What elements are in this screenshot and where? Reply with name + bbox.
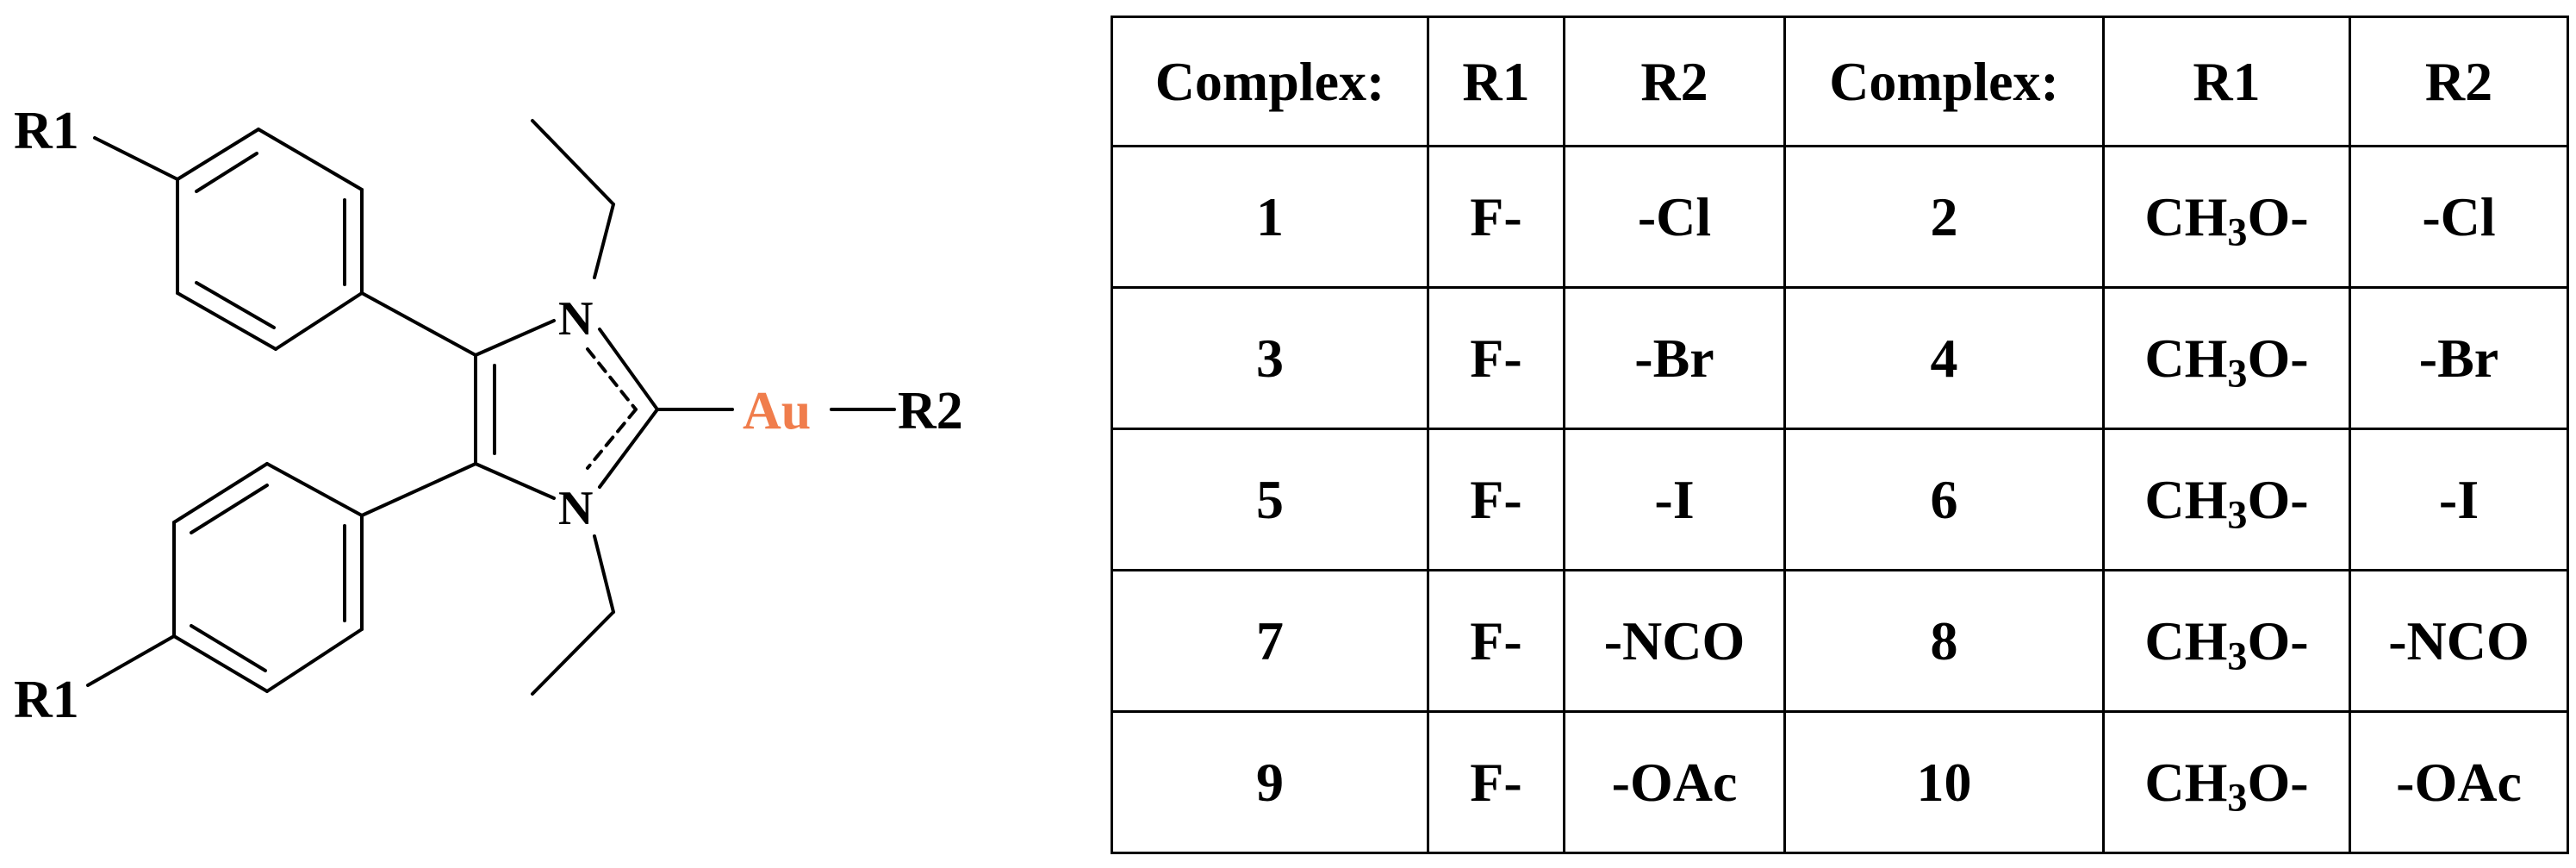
bond <box>274 291 364 351</box>
column-header: R1 <box>1427 16 1565 147</box>
complex-number: 8 <box>1783 569 2105 713</box>
bond <box>598 408 659 489</box>
complex-number: 4 <box>1783 286 2105 430</box>
table-row: 3 F- -Br 4 CH3O- -Br <box>1111 286 2569 430</box>
complex-number: 2 <box>1783 145 2105 289</box>
r2-label: R2 <box>898 382 963 440</box>
complex-number: 5 <box>1111 428 1429 571</box>
formula-subscript: 3 <box>2227 209 2248 254</box>
column-header: Complex: <box>1111 16 1429 147</box>
bond <box>176 128 260 181</box>
formula-subscript: 3 <box>2227 351 2248 396</box>
formula-subscript: 3 <box>2227 492 2248 537</box>
nitrogen-bottom-label: N <box>558 482 593 535</box>
formula-text: O- <box>2247 751 2309 813</box>
formula-subscript: 3 <box>2227 775 2248 820</box>
r1-value: F- <box>1427 286 1565 430</box>
r1-value: F- <box>1427 145 1565 289</box>
bond <box>257 128 364 191</box>
bond <box>172 462 269 524</box>
r1-value: F- <box>1427 569 1565 713</box>
column-header: R1 <box>2102 16 2351 147</box>
bond <box>93 136 179 181</box>
r2-value: -Cl <box>2349 145 2569 289</box>
bond <box>360 291 477 357</box>
formula-text: O- <box>2247 609 2309 671</box>
bond <box>593 203 615 279</box>
bond-dashed <box>586 408 638 470</box>
bond <box>265 628 364 693</box>
formula-text: O- <box>2247 327 2309 389</box>
complex-number: 7 <box>1111 569 1429 713</box>
r2-value: -I <box>1563 428 1786 571</box>
bond-inner <box>195 152 258 193</box>
r1-value: CH3O- <box>2102 428 2351 571</box>
formula-text: O- <box>2247 468 2309 530</box>
formula-text: CH <box>2144 327 2228 389</box>
bond <box>176 291 277 351</box>
r1-value: CH3O- <box>2102 710 2351 854</box>
bond <box>172 634 269 693</box>
bond <box>531 610 615 696</box>
r2-value: -OAc <box>2349 710 2569 854</box>
r2-value: -OAc <box>1563 710 1786 854</box>
table-row: 1 F- -Cl 2 CH3O- -Cl <box>1111 145 2569 289</box>
formula-subscript: 3 <box>2227 634 2248 678</box>
bond <box>360 462 477 517</box>
r1-value: F- <box>1427 428 1565 571</box>
r2-value: -Cl <box>1563 145 1786 289</box>
gold-atom-label: Au <box>743 382 811 440</box>
r1-top-label: R1 <box>14 102 79 160</box>
bond <box>474 462 556 500</box>
r2-value: -NCO <box>1563 569 1786 713</box>
complex-number: 10 <box>1783 710 2105 854</box>
table-row: 5 F- -I 6 CH3O- -I <box>1111 428 2569 571</box>
formula-text: CH <box>2144 751 2228 813</box>
r2-value: -Br <box>1563 286 1786 430</box>
complex-number: 1 <box>1111 145 1429 289</box>
complex-number: 9 <box>1111 710 1429 854</box>
bonds <box>86 119 896 696</box>
r2-value: -I <box>2349 428 2569 571</box>
r1-value: CH3O- <box>2102 569 2351 713</box>
bond-dashed <box>586 347 638 411</box>
substituent-table: Complex: R1 R2 Complex: R1 R2 1 F- -Cl 2… <box>1111 16 2569 854</box>
bond-inner <box>190 484 269 534</box>
formula-text: CH <box>2144 185 2228 247</box>
column-header: R2 <box>1563 16 1786 147</box>
bond-inner <box>190 624 267 672</box>
bond <box>593 534 615 614</box>
column-header: R2 <box>2349 16 2569 147</box>
r1-bottom-label: R1 <box>14 671 79 729</box>
bond <box>86 634 176 687</box>
r1-value: F- <box>1427 710 1565 854</box>
complex-number: 6 <box>1783 428 2105 571</box>
formula-text: O- <box>2247 185 2309 247</box>
bond <box>598 328 659 411</box>
table-row: 9 F- -OAc 10 CH3O- -OAc <box>1111 710 2569 854</box>
table-row: 7 F- -NCO 8 CH3O- -NCO <box>1111 569 2569 713</box>
bond <box>265 462 364 517</box>
r1-value: CH3O- <box>2102 145 2351 289</box>
table-header-row: Complex: R1 R2 Complex: R1 R2 <box>1111 16 2569 147</box>
bond-inner <box>195 281 276 329</box>
formula-text: CH <box>2144 609 2228 671</box>
chemical-structure: R1 R1 N N Au R2 <box>14 102 963 729</box>
column-header: Complex: <box>1783 16 2105 147</box>
complex-number: 3 <box>1111 286 1429 430</box>
bond <box>531 119 615 206</box>
r1-value: CH3O- <box>2102 286 2351 430</box>
r2-value: -Br <box>2349 286 2569 430</box>
nitrogen-top-label: N <box>558 292 593 346</box>
r2-value: -NCO <box>2349 569 2569 713</box>
formula-text: CH <box>2144 468 2228 530</box>
bond <box>474 319 556 357</box>
